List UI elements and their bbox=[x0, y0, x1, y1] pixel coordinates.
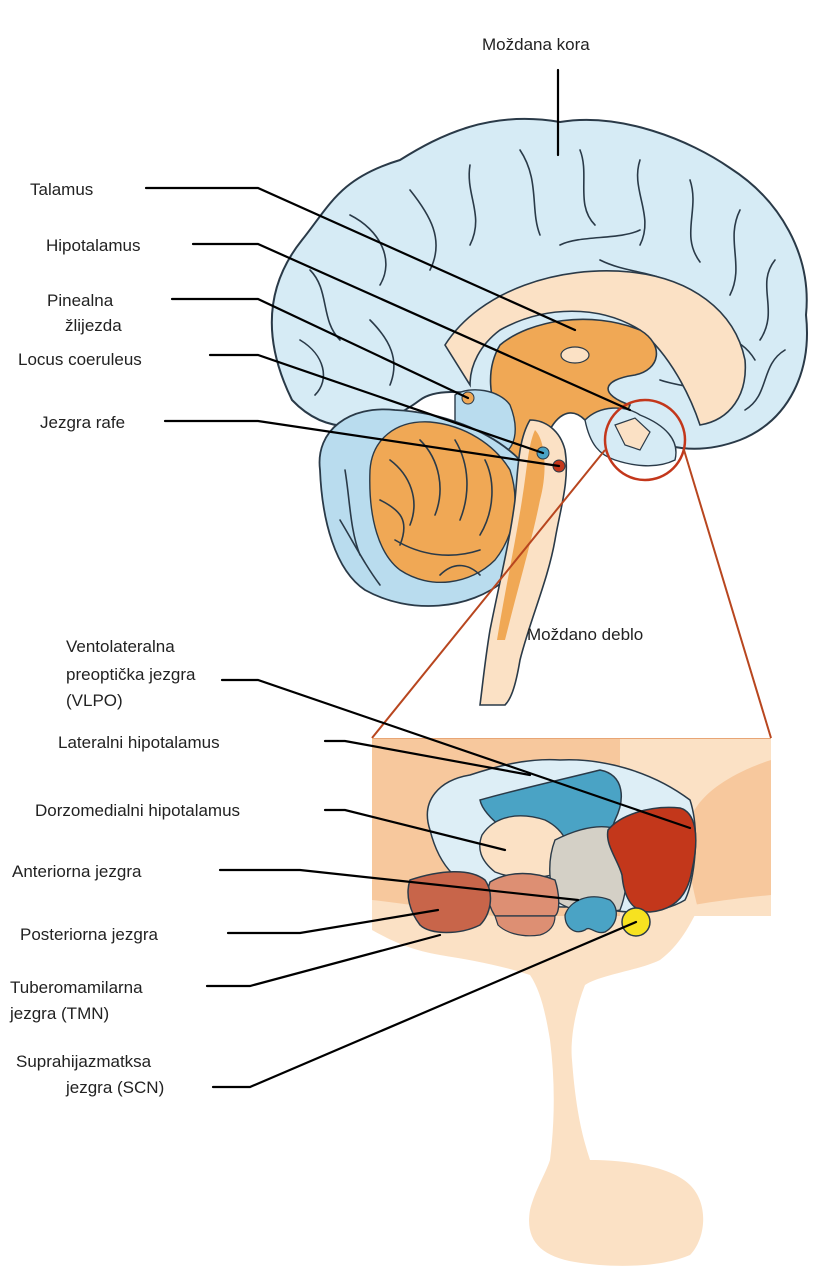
inset-lower bbox=[372, 872, 771, 1266]
label-vlpo-1: Ventolateralna bbox=[66, 637, 175, 656]
thalamus-hole bbox=[561, 347, 589, 363]
label-dorsomedial: Dorzomedialni hipotalamus bbox=[35, 801, 240, 820]
brain-illustration bbox=[272, 119, 807, 705]
zoom-line-right bbox=[684, 450, 771, 738]
label-hypothalamus: Hipotalamus bbox=[46, 236, 141, 255]
label-vlpo-2: preoptička jezgra bbox=[66, 665, 196, 684]
label-tmn-2: jezgra (TMN) bbox=[9, 1004, 109, 1023]
label-raphe: Jezgra rafe bbox=[40, 413, 125, 432]
label-vlpo-3: (VLPO) bbox=[66, 691, 123, 710]
label-pineal-1: Pinealna bbox=[47, 291, 114, 310]
label-brainstem: Moždano deblo bbox=[527, 625, 643, 644]
label-scn-1: Suprahijazmatksa bbox=[16, 1052, 152, 1071]
label-pineal-2: žlijezda bbox=[65, 316, 122, 335]
label-lateral: Lateralni hipotalamus bbox=[58, 733, 220, 752]
label-posterior: Posteriorna jezgra bbox=[20, 925, 159, 944]
label-tmn-1: Tuberomamilarna bbox=[10, 978, 143, 997]
label-thalamus: Talamus bbox=[30, 180, 93, 199]
label-scn-2: jezgra (SCN) bbox=[65, 1078, 164, 1097]
label-anterior: Anteriorna jezgra bbox=[12, 862, 142, 881]
label-locus: Locus coeruleus bbox=[18, 350, 142, 369]
lower-peach-body bbox=[372, 905, 771, 1266]
label-cortex: Moždana kora bbox=[482, 35, 590, 54]
tmn-nucleus bbox=[408, 872, 490, 933]
